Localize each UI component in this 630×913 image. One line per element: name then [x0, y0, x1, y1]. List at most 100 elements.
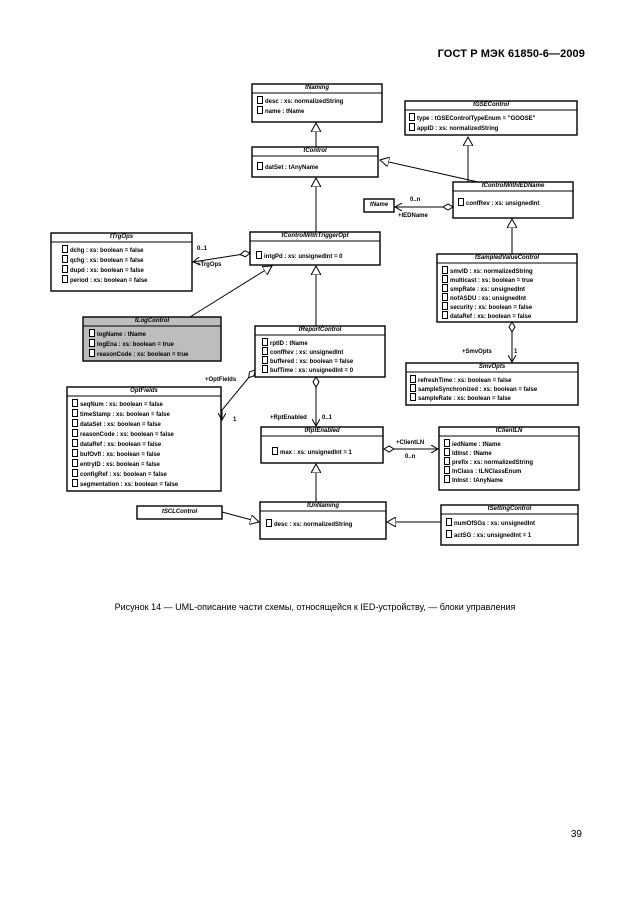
uml-diagram: tNaming desc : xs: normalizedString name…	[50, 83, 580, 546]
multiplicity-label: 1	[514, 349, 518, 355]
class-title-tGSEControl: tGSEControl	[473, 102, 509, 108]
attribute-icon	[257, 96, 263, 104]
figure-caption: Рисунок 14 — UML-описание части схемы, о…	[114, 602, 516, 612]
attribute-icon	[272, 447, 278, 455]
class-box-tClientLN	[438, 426, 580, 491]
class-title-SmvOpts: SmvOpts	[478, 364, 506, 370]
attribute-icon	[442, 284, 448, 292]
attribute-icon	[446, 530, 452, 538]
attribute-icon	[442, 302, 448, 310]
class-box-tControlWithTriggerOpt	[249, 231, 381, 266]
class-title-tUnNaming: tUnNaming	[307, 503, 339, 509]
role-label: +ClientLN	[396, 440, 425, 446]
attribute-icon	[256, 251, 262, 259]
multiplicity-label: 0..n	[410, 197, 421, 203]
attribute-icon	[409, 113, 415, 121]
class-box-OptFields	[66, 386, 222, 492]
class-attribute: desc : xs: normalizedString	[257, 96, 343, 106]
class-box-tLogControl	[82, 316, 222, 362]
class-title-tNaming: tNaming	[305, 85, 329, 91]
class-attribute: period : xs: boolean = false	[62, 275, 148, 285]
class-attribute: logEna : xs: boolean = true	[89, 339, 174, 349]
attribute-icon	[62, 245, 68, 253]
class-box-tSettingControl	[440, 504, 579, 546]
class-title-tControlWithTriggerOpt: tControlWithTriggerOpt	[281, 233, 349, 239]
attribute-icon	[262, 338, 268, 346]
class-attribute: reasonCode : xs: boolean = true	[89, 349, 189, 359]
class-attribute: sampleRate : xs: boolean = false	[410, 393, 511, 403]
class-title-OptFields: OptFields	[130, 388, 158, 394]
attribute-icon	[410, 393, 416, 401]
class-title-tSampledValueControl: tSampledValueControl	[474, 255, 540, 261]
class-box-tNaming	[251, 83, 383, 123]
class-box-tSampledValueControl	[436, 253, 578, 323]
class-box-SmvOpts	[405, 362, 579, 406]
attribute-icon	[444, 439, 450, 447]
class-attribute: max : xs: unsignedInt = 1	[272, 447, 352, 457]
attribute-icon	[72, 409, 78, 417]
class-attribute: appID : xs: normalizedString	[409, 123, 498, 133]
attribute-icon	[89, 349, 95, 357]
class-attribute: bufOvfl : xs: boolean = false	[72, 449, 160, 459]
class-title-tReportControl: tReportControl	[298, 327, 342, 333]
attribute-icon	[72, 449, 78, 457]
attribute-icon	[89, 329, 95, 337]
class-attribute: buffered : xs: boolean = false	[262, 356, 353, 366]
attribute-icon	[409, 123, 415, 131]
class-title-tSCLControl: tSCLControl	[161, 509, 198, 515]
class-attribute: datSet : tAnyName	[257, 162, 318, 172]
class-title-tClientLN: tClientLN	[495, 428, 523, 434]
class-title-tControl: tControl	[303, 148, 327, 154]
attribute-icon	[266, 519, 272, 527]
attribute-icon	[442, 293, 448, 301]
class-attribute: iedName : tName	[444, 439, 501, 449]
attribute-icon	[257, 106, 263, 114]
attribute-icon	[72, 429, 78, 437]
attribute-icon	[444, 475, 450, 483]
class-attribute: ldInst : tName	[444, 448, 492, 458]
attribute-icon	[444, 466, 450, 474]
class-attribute: reasonCode : xs: boolean = false	[72, 429, 174, 439]
class-attribute: numOfSGs : xs: unsignedInt	[446, 518, 535, 528]
attribute-icon	[444, 457, 450, 465]
multiplicity-label: 0..1	[322, 415, 333, 421]
class-attribute: name : tName	[257, 106, 304, 116]
class-attribute: multicast : xs: boolean = true	[442, 275, 533, 285]
attribute-icon	[444, 448, 450, 456]
attribute-icon	[62, 255, 68, 263]
class-attribute: lnInst : tAnyName	[444, 475, 503, 485]
class-attribute: seqNum : xs: boolean = false	[72, 399, 163, 409]
class-attribute: configRef : xs: boolean = false	[72, 469, 167, 479]
uml-connectors	[50, 83, 580, 546]
attribute-icon	[72, 469, 78, 477]
attribute-icon	[442, 275, 448, 283]
class-box-tGSEControl	[404, 100, 578, 136]
attribute-icon	[62, 265, 68, 273]
role-label: +SmvOpts	[462, 349, 492, 355]
attribute-icon	[262, 356, 268, 364]
class-attribute: confRev : xs: unsignedInt	[458, 198, 539, 208]
class-attribute: lnClass : tLNClassEnum	[444, 466, 521, 476]
class-attribute: dataSet : xs: boolean = false	[72, 419, 161, 429]
attribute-icon	[257, 162, 263, 170]
multiplicity-label: 0..1	[197, 246, 208, 252]
attribute-icon	[442, 266, 448, 274]
attribute-icon	[62, 275, 68, 283]
class-attribute: entryID : xs: boolean = false	[72, 459, 160, 469]
class-attribute: dupd : xs: boolean = false	[62, 265, 144, 275]
role-label: +OptFields	[205, 377, 237, 383]
multiplicity-label: 0..n	[405, 454, 416, 460]
class-box-tRptEnabled	[260, 426, 384, 464]
class-attribute: dataRef : xs: boolean = false	[72, 439, 161, 449]
class-title-tTrgOps: tTrgOps	[109, 234, 134, 240]
role-label: +IEDName	[398, 213, 428, 219]
attribute-icon	[262, 347, 268, 355]
class-attribute: timeStamp : xs: boolean = false	[72, 409, 170, 419]
attribute-icon	[442, 311, 448, 319]
class-box-tUnNaming	[259, 501, 387, 540]
attribute-icon	[72, 459, 78, 467]
page-number: 39	[570, 829, 582, 840]
role-label: +RptEnabled	[270, 415, 307, 421]
class-title-tLogControl: tLogControl	[134, 318, 170, 324]
class-attribute: prefix : xs: normalizedString	[444, 457, 533, 467]
